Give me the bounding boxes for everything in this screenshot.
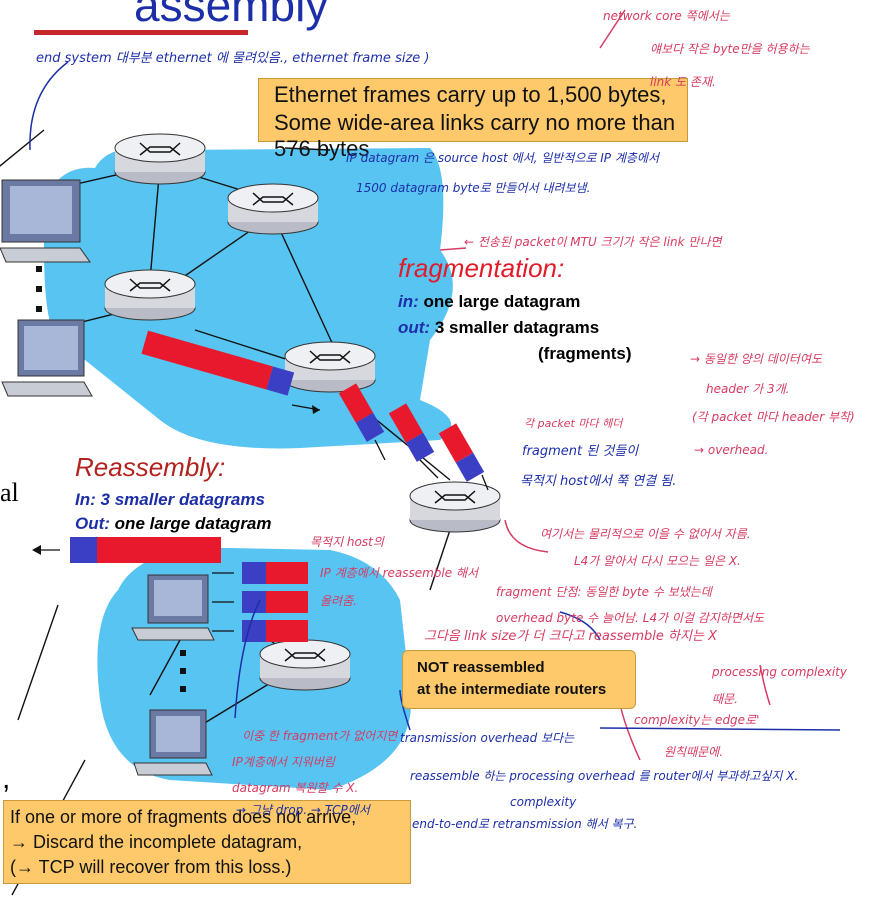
fragmentation-in: in: one large datagram bbox=[398, 292, 580, 312]
router-4 bbox=[284, 341, 376, 393]
note-end-system: end system 대부분 ethernet 에 물려있음., etherne… bbox=[36, 51, 430, 66]
note-network-core-3: link 도 존재. bbox=[650, 75, 716, 89]
dest-arrows bbox=[212, 572, 234, 632]
fragmentation-out-fragments: (fragments) bbox=[538, 344, 632, 363]
ethernet-callout-line2: Some wide-area links carry no more than … bbox=[274, 110, 676, 161]
not-reassembled-line2: at the intermediate routers bbox=[417, 681, 607, 698]
note-dest-host-1: 목적지 host의 bbox=[310, 535, 384, 549]
note-transmission-1: transmission overhead 보다는 bbox=[400, 731, 575, 745]
discard-line3: (→ TCP will recover from this loss.) bbox=[10, 857, 292, 877]
fragment-arrows bbox=[374, 439, 489, 491]
fragmentation-in-label: in: bbox=[398, 292, 419, 311]
left-edge-text-2: , bbox=[2, 762, 11, 795]
note-overhead-2: header 가 3개. bbox=[706, 382, 790, 396]
discard-line1: If one or more of fragments does not arr… bbox=[10, 807, 357, 827]
note-drop-1: 이중 한 fragment가 없어지면 bbox=[242, 729, 398, 743]
ethernet-callout-line1: Ethernet frames carry up to 1,500 bytes, bbox=[274, 82, 667, 107]
note-bigger-link: 그다음 link size가 더 크다고 reassemble 하지는 X bbox=[424, 629, 717, 644]
note-network-core-2: 얘보다 작은 byte만을 허용하는 bbox=[650, 42, 810, 56]
network-cloud-bottom bbox=[97, 547, 412, 790]
large-datagram bbox=[141, 330, 295, 396]
reassembly-out-label: Out: bbox=[75, 514, 110, 533]
note-drop-2: IP계층에서 지워버림 bbox=[232, 755, 335, 769]
host-bottom-2 bbox=[133, 709, 213, 776]
discard-callout: If one or more of fragments does not arr… bbox=[3, 800, 411, 884]
ethernet-callout: Ethernet frames carry up to 1,500 bytes,… bbox=[258, 78, 688, 161]
not-reassembled-callout: NOT reassembled at the intermediate rout… bbox=[402, 650, 636, 709]
router-5 bbox=[409, 481, 501, 533]
reassembly-in-text: 3 smaller datagrams bbox=[100, 490, 265, 509]
reassembly-in: In: 3 smaller datagrams bbox=[75, 490, 265, 510]
note-drop-3: datagram 복원할 수 X. bbox=[232, 781, 359, 795]
left-edge-text-1: al bbox=[0, 478, 19, 507]
dest-fragment-1 bbox=[242, 562, 308, 584]
reassembly-out: Out: one large datagram bbox=[75, 514, 272, 534]
note-overhead-4: → overhead. bbox=[694, 443, 769, 457]
note-fragment-downside-2: overhead byte 수 늘어남. L4가 이걸 감지하면서도 bbox=[496, 611, 765, 625]
note-network-core-1: network core 쪽에서는 bbox=[603, 9, 730, 23]
note-physical-1: 여기서는 물리적으로 이을 수 없어서 자름. bbox=[540, 527, 751, 541]
note-drop-4: → 그냥 drop. → TCP에서 bbox=[236, 803, 370, 817]
reassembly-heading: Reassembly: bbox=[75, 452, 226, 482]
title-underline bbox=[34, 30, 248, 35]
fragment-1 bbox=[338, 383, 385, 442]
fragmentation-in-text: one large datagram bbox=[423, 292, 581, 311]
note-dest-host-3: 올려줌. bbox=[320, 594, 357, 608]
note-transmission-3: complexity bbox=[510, 795, 577, 809]
note-processing-complexity-1: processing complexity bbox=[712, 665, 847, 679]
fragmentation-out-text: 3 smaller datagrams bbox=[434, 318, 600, 337]
note-dest-host-2: IP 계층에서 reassemble 해서 bbox=[320, 566, 479, 580]
fragmentation-out-label: out: bbox=[398, 318, 431, 337]
note-ip-datagram-2: 1500 datagram byte로 만들어서 내려보냄. bbox=[356, 181, 591, 195]
note-edge-principle-2: 원칙때문에. bbox=[664, 745, 724, 759]
host-top bbox=[0, 179, 91, 263]
dest-fragment-2 bbox=[242, 591, 308, 613]
slide-title: assembly bbox=[134, 0, 329, 31]
note-fragment-joined-2: 목적지 host에서 쭉 연결 됨. bbox=[520, 474, 677, 489]
note-transmission-2: reassemble 하는 processing overhead 를 rout… bbox=[410, 769, 799, 783]
note-edge-principle-1: complexity는 edge로' bbox=[634, 713, 760, 727]
reassembly-out-text: one large datagram bbox=[114, 514, 272, 533]
note-overhead-3: (각 packet 마다 header 부착) bbox=[692, 410, 855, 424]
ellipsis-dots-top bbox=[36, 266, 42, 312]
note-mtu: ← 전송된 packet이 MTU 크기가 작은 link 만나면 bbox=[464, 235, 722, 249]
router-6 bbox=[259, 639, 351, 691]
reassembled-datagram bbox=[70, 537, 221, 563]
host-bottom-1 bbox=[131, 574, 215, 641]
discard-line2: → Discard the incomplete datagram, bbox=[10, 832, 303, 852]
router-3 bbox=[104, 269, 196, 321]
router-1 bbox=[114, 133, 206, 185]
fragmentation-out: out: 3 smaller datagrams bbox=[398, 318, 599, 338]
note-processing-complexity-2: 때문. bbox=[712, 692, 738, 706]
host-middle bbox=[1, 319, 93, 397]
fragmentation-heading: fragmentation: bbox=[398, 253, 565, 283]
note-ip-datagram-1: IP datagram 은 source host 에서, 일반적으로 IP 계… bbox=[346, 151, 660, 165]
reassembly-in-label: In: bbox=[75, 490, 96, 509]
note-physical-2: L4가 알아서 다시 모으는 일은 X. bbox=[574, 554, 741, 568]
pink-annotation-marks bbox=[439, 9, 771, 761]
note-header-each: 각 packet 마다 헤더 bbox=[524, 417, 623, 430]
not-reassembled-line1: NOT reassembled bbox=[417, 659, 545, 676]
note-fragment-joined-1: fragment 된 것들이 bbox=[522, 444, 639, 459]
note-transmission-4: end-to-end로 retransmission 해서 복구. bbox=[412, 817, 638, 831]
dest-fragment-3 bbox=[242, 620, 308, 642]
note-overhead-1: → 동일한 양의 데이터여도 bbox=[690, 352, 822, 366]
router-2 bbox=[227, 183, 319, 235]
note-fragment-downside-1: fragment 단점: 동일한 byte 수 보냈는데 bbox=[496, 585, 712, 599]
fragment-2 bbox=[388, 403, 435, 462]
ellipsis-dots-bottom bbox=[180, 650, 186, 692]
fragment-3 bbox=[438, 423, 485, 482]
